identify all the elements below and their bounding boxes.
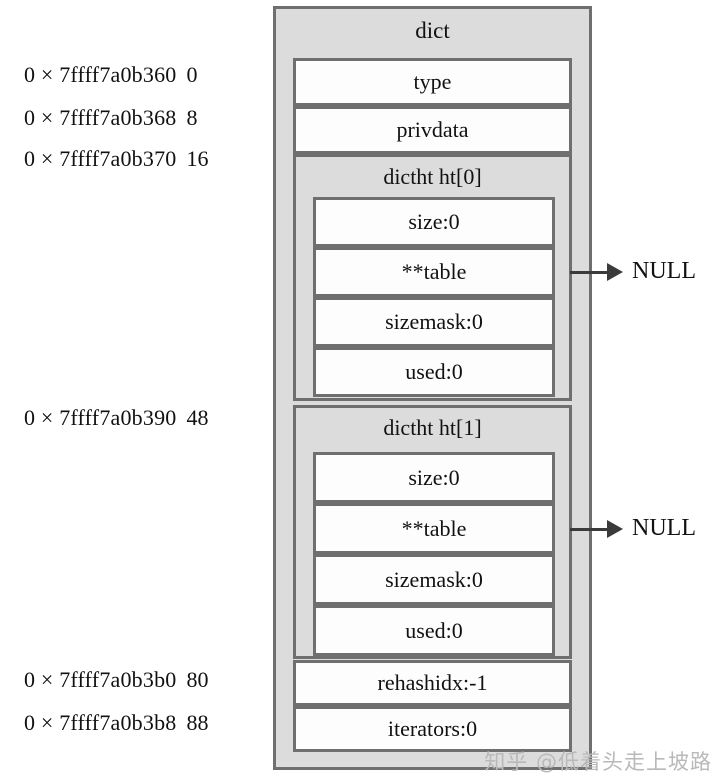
ht1-null-arrow-line xyxy=(570,527,608,531)
dictht-ht1-used-label: used:0 xyxy=(405,617,463,643)
dictht-ht0-used-label: used:0 xyxy=(405,359,463,384)
address-offset: 80 xyxy=(186,667,209,692)
dictht-ht0-size-label: size:0 xyxy=(408,209,460,234)
dictht-ht0-group: dictht ht[0] size:0 **table sizemask:0 u… xyxy=(293,154,572,401)
dictht-ht0-field-used: used:0 xyxy=(313,347,555,397)
address-label-row-3: 0 × 7ffff7a0b390 48 xyxy=(24,405,264,431)
dictht-ht0-table-label: **table xyxy=(401,259,467,284)
dict-field-rehashidx-label: rehashidx:-1 xyxy=(377,670,488,695)
address-offset: 48 xyxy=(186,405,209,430)
address-hex: 0 × 7ffff7a0b390 xyxy=(24,405,177,430)
address-offset: 0 xyxy=(186,62,198,87)
dictht-ht1-field-used: used:0 xyxy=(313,605,555,656)
address-offset: 16 xyxy=(186,146,209,171)
dictht-ht1-sizemask-label: sizemask:0 xyxy=(385,566,483,592)
dict-field-privdata: privdata xyxy=(293,106,572,154)
dictht-ht0-sizemask-label: sizemask:0 xyxy=(385,309,483,334)
dictht-ht0-field-table: **table xyxy=(313,247,555,297)
dict-struct-box: dict type privdata dictht ht[0] size:0 *… xyxy=(273,6,592,770)
dict-field-iterators: iterators:0 xyxy=(293,706,572,752)
dictht-ht0-title: dictht ht[0] xyxy=(383,164,482,189)
address-hex: 0 × 7ffff7a0b3b0 xyxy=(24,667,177,692)
address-offset: 8 xyxy=(186,105,198,130)
dict-field-type: type xyxy=(293,58,572,106)
dictht-ht0-field-sizemask: sizemask:0 xyxy=(313,297,555,347)
address-hex: 0 × 7ffff7a0b3b8 xyxy=(24,710,177,735)
address-hex: 0 × 7ffff7a0b370 xyxy=(24,146,177,171)
ht0-table-null-arrow xyxy=(570,263,623,281)
dictht-ht1-size-label: size:0 xyxy=(408,464,460,490)
dictht-ht1-group: dictht ht[1] size:0 **table sizemask:0 u… xyxy=(293,405,572,659)
dict-field-rehashidx: rehashidx:-1 xyxy=(293,660,572,706)
ht0-null-label: NULL xyxy=(632,258,696,284)
dictht-ht1-field-size: size:0 xyxy=(313,452,555,503)
dict-field-iterators-label: iterators:0 xyxy=(387,716,478,741)
address-label-row-5: 0 × 7ffff7a0b3b8 88 xyxy=(24,710,264,736)
ht1-null-arrow-head xyxy=(607,520,623,538)
ht0-null-arrow-line xyxy=(570,270,608,274)
dictht-ht1-field-sizemask: sizemask:0 xyxy=(313,554,555,605)
address-label-row-2: 0 × 7ffff7a0b370 16 xyxy=(24,146,264,172)
dictht-ht1-table-label: **table xyxy=(401,515,467,541)
address-label-row-1: 0 × 7ffff7a0b368 8 xyxy=(24,105,264,131)
ht1-null-label: NULL xyxy=(632,515,696,541)
dictht-ht1-title: dictht ht[1] xyxy=(383,415,482,440)
address-label-row-4: 0 × 7ffff7a0b3b0 80 xyxy=(24,667,264,693)
address-label-row-0: 0 × 7ffff7a0b360 0 xyxy=(24,62,264,88)
ht1-table-null-arrow xyxy=(570,520,623,538)
zhihu-watermark: 知乎 @低着头走上坡路 xyxy=(484,750,712,774)
ht0-null-arrow-head xyxy=(607,263,623,281)
dict-field-privdata-label: privdata xyxy=(396,117,469,142)
dictht-ht1-field-table: **table xyxy=(313,503,555,554)
address-hex: 0 × 7ffff7a0b368 xyxy=(24,105,177,130)
dictht-ht0-field-size: size:0 xyxy=(313,197,555,247)
dict-field-type-label: type xyxy=(413,69,452,94)
address-offset: 88 xyxy=(186,710,209,735)
address-hex: 0 × 7ffff7a0b360 xyxy=(24,62,177,87)
dict-struct-title: dict xyxy=(415,18,450,43)
